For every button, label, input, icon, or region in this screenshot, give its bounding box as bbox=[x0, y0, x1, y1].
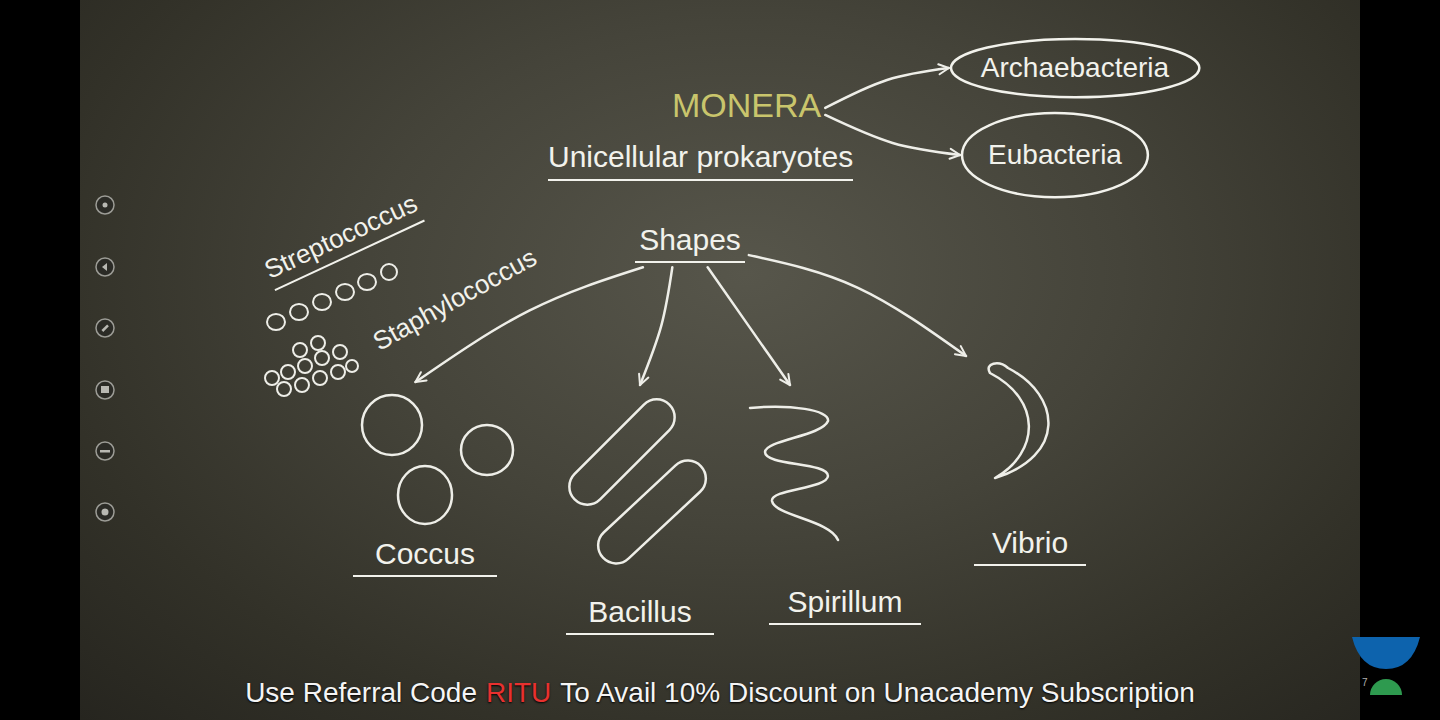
bacillus-cell bbox=[591, 453, 714, 571]
shape-name: Vibrio bbox=[974, 526, 1086, 567]
promo-banner: Use Referral Code RITU To Avail 10% Discou… bbox=[80, 677, 1360, 709]
staphylococcus-cluster-cell bbox=[298, 359, 312, 373]
toolbar-icon bbox=[96, 196, 114, 214]
toolbar-icon-dot bbox=[102, 509, 109, 516]
subtitle-note: Unicellular prokaryotes bbox=[548, 140, 853, 181]
group-name: Eubacteria bbox=[988, 139, 1122, 171]
streptococcus-chain-cell bbox=[267, 314, 285, 330]
shape-name: Spirillum bbox=[769, 585, 920, 626]
staphylococcus-cluster-cell bbox=[281, 365, 295, 379]
brand-logo-dome bbox=[1370, 679, 1402, 695]
toolbar-icon bbox=[96, 258, 114, 276]
toolbar-icon bbox=[96, 319, 114, 337]
branch-arrow bbox=[825, 68, 949, 108]
toolbar-icon bbox=[96, 381, 114, 399]
coccus-cell bbox=[461, 425, 513, 475]
bacillus-cell bbox=[562, 392, 682, 512]
kingdom-name: MONERA bbox=[672, 86, 821, 125]
arrangement-note: Streptococcus bbox=[260, 189, 424, 291]
group-ellipse: Eubacteria bbox=[960, 111, 1150, 199]
toolbar-icon-dot bbox=[100, 450, 110, 453]
staphylococcus-cluster-cell bbox=[331, 365, 345, 379]
streptococcus-chain-cell bbox=[313, 294, 331, 310]
shape-figure: Vibrio bbox=[950, 356, 1110, 566]
streptococcus-chain-cell bbox=[381, 264, 397, 280]
group-ellipse: Archaebacteria bbox=[949, 37, 1201, 99]
toolbar-icon-dot bbox=[102, 263, 107, 271]
staphylococcus-cluster-cell bbox=[295, 378, 309, 392]
slide-number: 7 bbox=[1362, 677, 1368, 689]
group-name: Archaebacteria bbox=[981, 52, 1169, 84]
staphylococcus-cluster-cell bbox=[333, 345, 347, 359]
coccus-cell bbox=[398, 466, 452, 524]
kingdom-title: MONERA bbox=[668, 82, 825, 129]
arrangement-note: Staphylococcus bbox=[368, 243, 542, 357]
promo-code: RITU bbox=[486, 677, 551, 709]
streptococcus-chain-cell bbox=[336, 284, 354, 300]
staphylococcus-cluster-cell bbox=[293, 343, 307, 357]
vibrio-cell bbox=[989, 363, 1049, 478]
staphylococcus-cluster-cell bbox=[311, 336, 325, 350]
coccus-cell bbox=[362, 395, 422, 455]
branch-arrow bbox=[708, 267, 790, 385]
streptococcus-chain-cell bbox=[358, 274, 376, 290]
toolbar-icon bbox=[96, 442, 114, 460]
toolbar-icon bbox=[96, 503, 114, 521]
promo-text: To Avail 10% Discount on Unacademy Subsc… bbox=[560, 677, 1195, 709]
shape-figure: Coccus bbox=[330, 382, 520, 577]
toolbar-icon-dot bbox=[103, 203, 108, 208]
streptococcus-chain-cell bbox=[290, 304, 308, 320]
branch-arrow bbox=[749, 255, 966, 356]
shape-figure: Bacillus bbox=[555, 385, 725, 635]
shape-name: Coccus bbox=[353, 537, 497, 578]
ellipse-line bbox=[951, 39, 1199, 97]
toolbar-icon-dot bbox=[101, 324, 108, 331]
promo-text: Use Referral Code bbox=[245, 677, 477, 709]
shape-figure: Spirillum bbox=[745, 385, 945, 625]
staphylococcus-cluster-cell bbox=[346, 360, 358, 372]
brand-logo-bowl bbox=[1352, 637, 1420, 669]
branch-arrow bbox=[640, 267, 672, 385]
staphylococcus-cluster-cell bbox=[315, 351, 329, 365]
staphylococcus-cluster-cell bbox=[265, 371, 279, 385]
ellipse-line bbox=[962, 113, 1148, 197]
heading-text: Shapes bbox=[635, 223, 745, 264]
toolbar-icon-dot bbox=[101, 386, 109, 393]
staphylococcus-cluster-cell bbox=[277, 382, 291, 396]
spirillum-cell bbox=[750, 407, 838, 540]
branch-heading: Shapes bbox=[631, 219, 749, 268]
staphylococcus-cluster-cell bbox=[313, 371, 327, 385]
shape-name: Bacillus bbox=[566, 595, 713, 636]
